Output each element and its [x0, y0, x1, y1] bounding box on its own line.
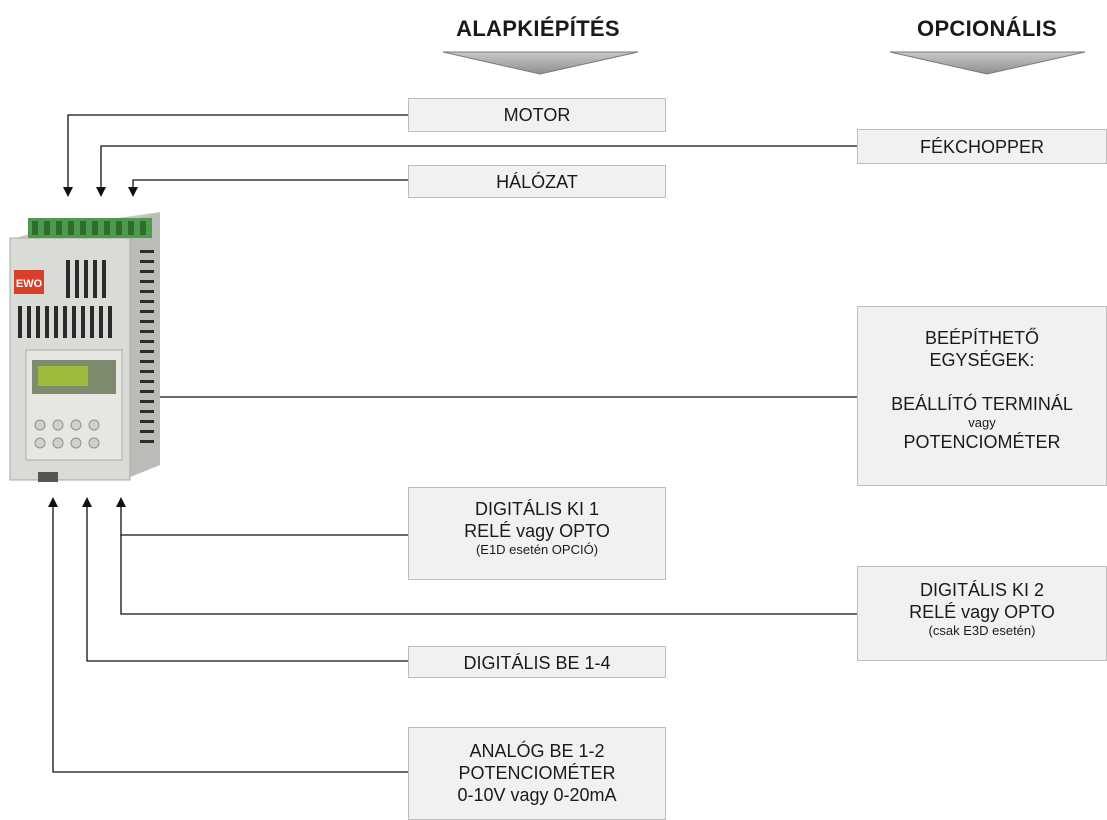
analog-in-arrowhead — [48, 497, 58, 507]
builtin-small: vagy — [858, 415, 1106, 431]
dig-out1-box: DIGITÁLIS KI 1 RELÉ vagy OPTO (E1D eseté… — [408, 487, 666, 580]
analog-in-line3: 0-10V vagy 0-20mA — [409, 784, 665, 806]
dig-out1-line1: DIGITÁLIS KI 1 — [409, 498, 665, 520]
analog-in-box: ANALÓG BE 1-2 POTENCIOMÉTER 0-10V vagy 0… — [408, 727, 666, 820]
dig-out2-box: DIGITÁLIS KI 2 RELÉ vagy OPTO (csak E3D … — [857, 566, 1107, 661]
motor-arrowhead — [63, 187, 73, 197]
brake-chopper-box: FÉKCHOPPER — [857, 129, 1107, 164]
dig-out2-line1: DIGITÁLIS KI 2 — [858, 579, 1106, 601]
dig-out2-line2: RELÉ vagy OPTO — [858, 601, 1106, 623]
dig-out1-arrowhead — [116, 497, 126, 507]
motor-line — [68, 115, 408, 190]
builtin-line1: BEÉPÍTHETŐ — [858, 327, 1106, 349]
dig-out1-line2: RELÉ vagy OPTO — [409, 520, 665, 542]
network-box: HÁLÓZAT — [408, 165, 666, 198]
inverter-device-image: EWO — [8, 210, 163, 482]
dig-in-arrowhead — [82, 497, 92, 507]
motor-label: MOTOR — [409, 104, 665, 126]
builtin-line4: POTENCIOMÉTER — [858, 431, 1106, 453]
dig-in-label: DIGITÁLIS BE 1-4 — [409, 652, 665, 674]
analog-in-line2: POTENCIOMÉTER — [409, 762, 665, 784]
device-lcd — [38, 366, 88, 386]
device-logo-text: EWO — [16, 278, 43, 290]
builtin-units-box: BEÉPÍTHETŐ EGYSÉGEK: BEÁLLÍTÓ TERMINÁL v… — [857, 306, 1107, 486]
motor-box: MOTOR — [408, 98, 666, 132]
header-optional-arrow — [890, 52, 1085, 74]
dig-in-line — [87, 504, 408, 661]
analog-in-line1: ANALÓG BE 1-2 — [409, 740, 665, 762]
builtin-line2: EGYSÉGEK: — [858, 349, 1106, 371]
network-arrowhead — [128, 187, 138, 197]
network-label: HÁLÓZAT — [409, 171, 665, 193]
brake-chopper-label: FÉKCHOPPER — [858, 136, 1106, 158]
dig-in-box: DIGITÁLIS BE 1-4 — [408, 646, 666, 678]
analog-in-line — [53, 504, 408, 772]
dig-out1-note: (E1D esetén OPCIÓ) — [409, 542, 665, 558]
header-base-arrow — [443, 52, 638, 74]
builtin-line3: BEÁLLÍTÓ TERMINÁL — [858, 393, 1106, 415]
network-line — [133, 180, 408, 190]
brake-arrowhead — [96, 187, 106, 197]
dig-out1-line — [121, 504, 408, 535]
dig-out2-note: (csak E3D esetén) — [858, 623, 1106, 639]
